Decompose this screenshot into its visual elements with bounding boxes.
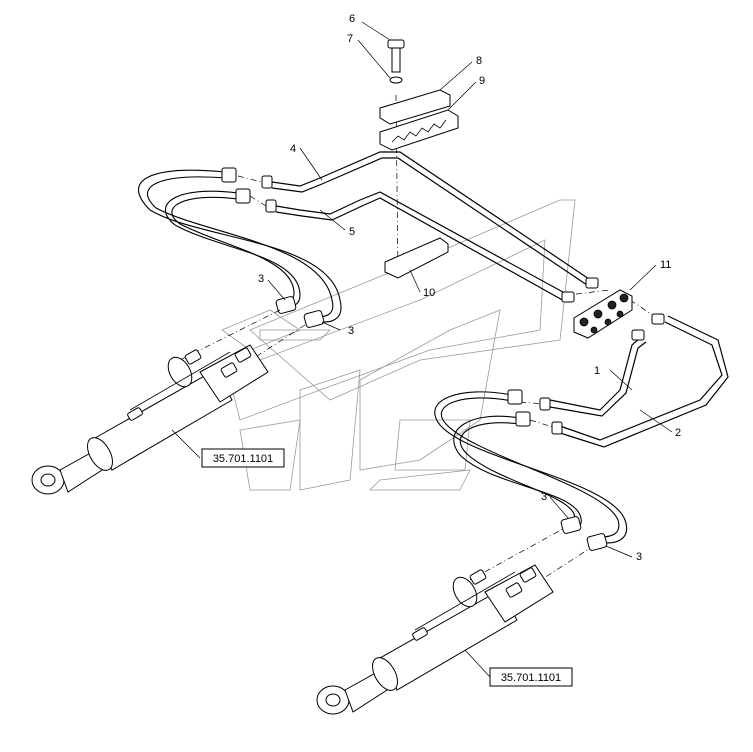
fitting [515, 411, 531, 427]
callout-9: 9 [479, 75, 485, 87]
upper-hose-assembly [138, 167, 342, 328]
fitting [507, 389, 523, 405]
pipe-end-fitting [585, 277, 599, 289]
reference-upper[interactable]: 35.701.1101 [201, 448, 285, 468]
fitting [221, 167, 237, 183]
callout-10: 10 [423, 287, 435, 299]
lower-cylinder [316, 564, 554, 715]
callout-11: 11 [660, 259, 671, 271]
upper-cylinder [31, 344, 269, 495]
callout-3-d: 3 [636, 551, 642, 563]
callout-3-c: 3 [541, 491, 547, 503]
callout-4: 4 [290, 143, 296, 155]
callout-2: 2 [675, 427, 681, 439]
washer [389, 76, 403, 84]
callout-7: 7 [347, 33, 353, 45]
fitting [560, 516, 582, 534]
fitting [275, 296, 297, 314]
fitting [261, 175, 273, 189]
callout-6: 6 [349, 13, 355, 25]
fitting [265, 199, 277, 213]
pipe-end-fitting [631, 329, 645, 341]
rigid-pipes-4-5 [271, 151, 599, 303]
callout-3-a: 3 [258, 273, 264, 285]
bolt-shank [391, 47, 401, 73]
lower-hose-assembly [434, 389, 628, 551]
pipe-end-fitting [561, 291, 575, 303]
reference-lower[interactable]: 35.701.1101 [489, 667, 573, 687]
callout-labels: 6 7 8 9 4 5 10 11 1 2 3 3 3 3 [258, 13, 681, 563]
reference-label: 35.701.1101 [213, 453, 273, 465]
clamp-assembly [379, 39, 459, 279]
reference-box [201, 448, 285, 468]
clamp-base-plate [384, 237, 449, 279]
bolt-head [387, 39, 405, 49]
callout-5: 5 [349, 226, 355, 238]
reference-box [489, 667, 573, 687]
fitting [235, 188, 251, 204]
callout-1: 1 [594, 365, 600, 377]
fitting [551, 421, 563, 435]
logo-watermark [221, 199, 576, 491]
callout-3-b: 3 [348, 325, 354, 337]
rigid-pipes-1-2 [549, 313, 729, 448]
fitting [586, 533, 608, 551]
clamp-block-11 [573, 289, 633, 339]
leader-lines [171, 21, 673, 678]
fitting [303, 310, 325, 328]
fitting [539, 397, 551, 411]
reference-label: 35.701.1101 [501, 672, 561, 684]
pipe-end-fitting [651, 313, 665, 325]
callout-8: 8 [476, 55, 482, 67]
